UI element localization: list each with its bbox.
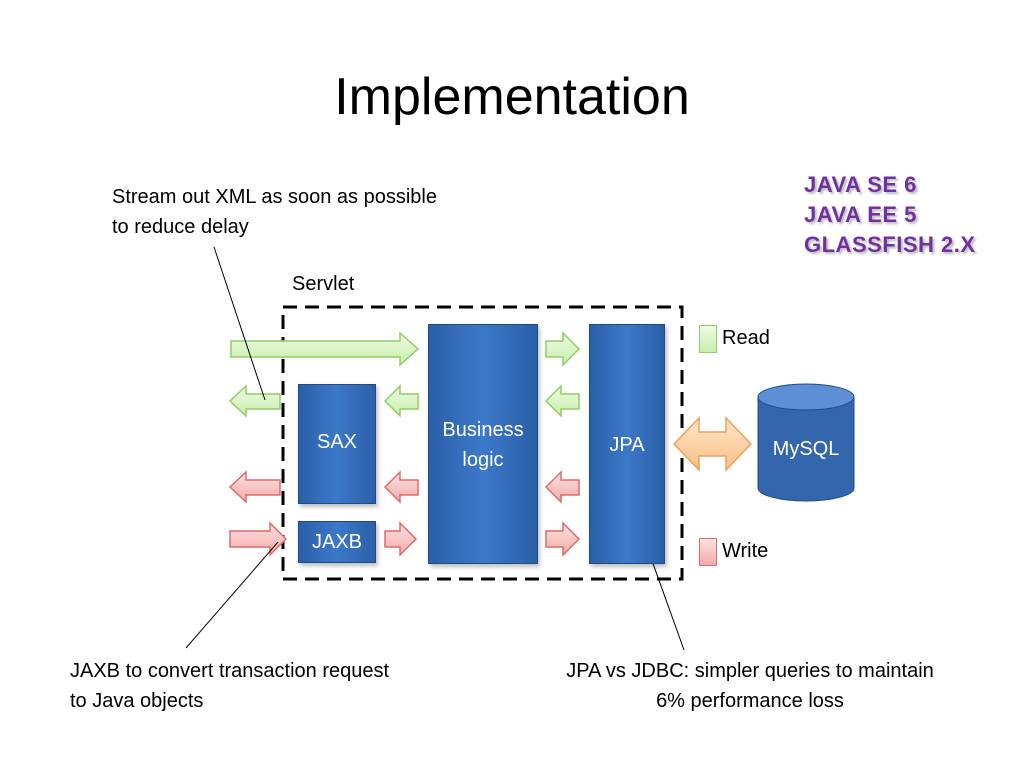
jpa-note: JPA vs JDBC: simpler queries to maintain…: [530, 656, 970, 716]
stream-note-line-1: Stream out XML as soon as possible: [112, 186, 437, 208]
write-arrow-jaxb-to-business: [384, 521, 418, 557]
sax-box: SAX: [298, 384, 376, 504]
write-arrow-in: [229, 521, 288, 557]
jaxb-note-callout: [185, 541, 279, 649]
read-arrow-to-business: [545, 331, 581, 367]
jaxb-box: JAXB: [298, 521, 376, 563]
jaxb-note: JAXB to convert transaction request to J…: [70, 656, 389, 716]
stream-note-line-2: to reduce delay: [112, 216, 249, 238]
stream-note: Stream out XML as soon as possible to re…: [112, 182, 437, 242]
slide-title: Implementation: [334, 68, 690, 126]
write-arrow-back-sax: [383, 470, 419, 504]
tech-java-se: JAVA SE 6: [804, 172, 917, 197]
business-logic-box: Business logic: [428, 324, 538, 564]
legend-read-swatch: [699, 325, 717, 353]
read-arrow-back-sax: [383, 384, 419, 418]
business-label-line-2: logic: [462, 449, 504, 471]
tech-java-ee: JAVA EE 5: [804, 202, 917, 227]
read-arrow-out-long: [230, 331, 420, 367]
servlet-label: Servlet: [292, 273, 355, 295]
read-arrow-back-left: [228, 384, 281, 418]
mysql-label: MySQL: [772, 438, 840, 460]
jpa-note-line-1: JPA vs JDBC: simpler queries to maintain: [566, 660, 934, 682]
write-arrow-to-jpa: [545, 521, 581, 557]
sax-label: SAX: [316, 431, 358, 453]
business-label-line-1: Business: [442, 419, 524, 441]
stream-note-callout: [213, 246, 266, 401]
jpa-mysql-double-arrow: [672, 416, 753, 472]
legend-write-label: Write: [722, 540, 769, 562]
read-arrow-back-business: [544, 384, 580, 418]
tech-glassfish: GLASSFISH 2.X: [804, 232, 976, 257]
jpa-label: JPA: [609, 434, 645, 456]
legend-read-label: Read: [722, 327, 770, 349]
write-arrow-back-left: [228, 470, 281, 504]
jpa-box: JPA: [589, 324, 665, 564]
legend-write-swatch: [699, 538, 717, 566]
tech-stack: JAVA SE 6 JAVA EE 5 GLASSFISH 2.X: [804, 170, 976, 260]
jaxb-label: JAXB: [311, 531, 363, 553]
jaxb-note-line-1: JAXB to convert transaction request: [70, 660, 390, 682]
mysql-cylinder: [757, 383, 855, 502]
write-arrow-back-business: [544, 470, 580, 504]
jaxb-note-line-2: to Java objects: [70, 690, 204, 712]
jpa-note-line-2: 6% performance loss: [656, 690, 844, 712]
